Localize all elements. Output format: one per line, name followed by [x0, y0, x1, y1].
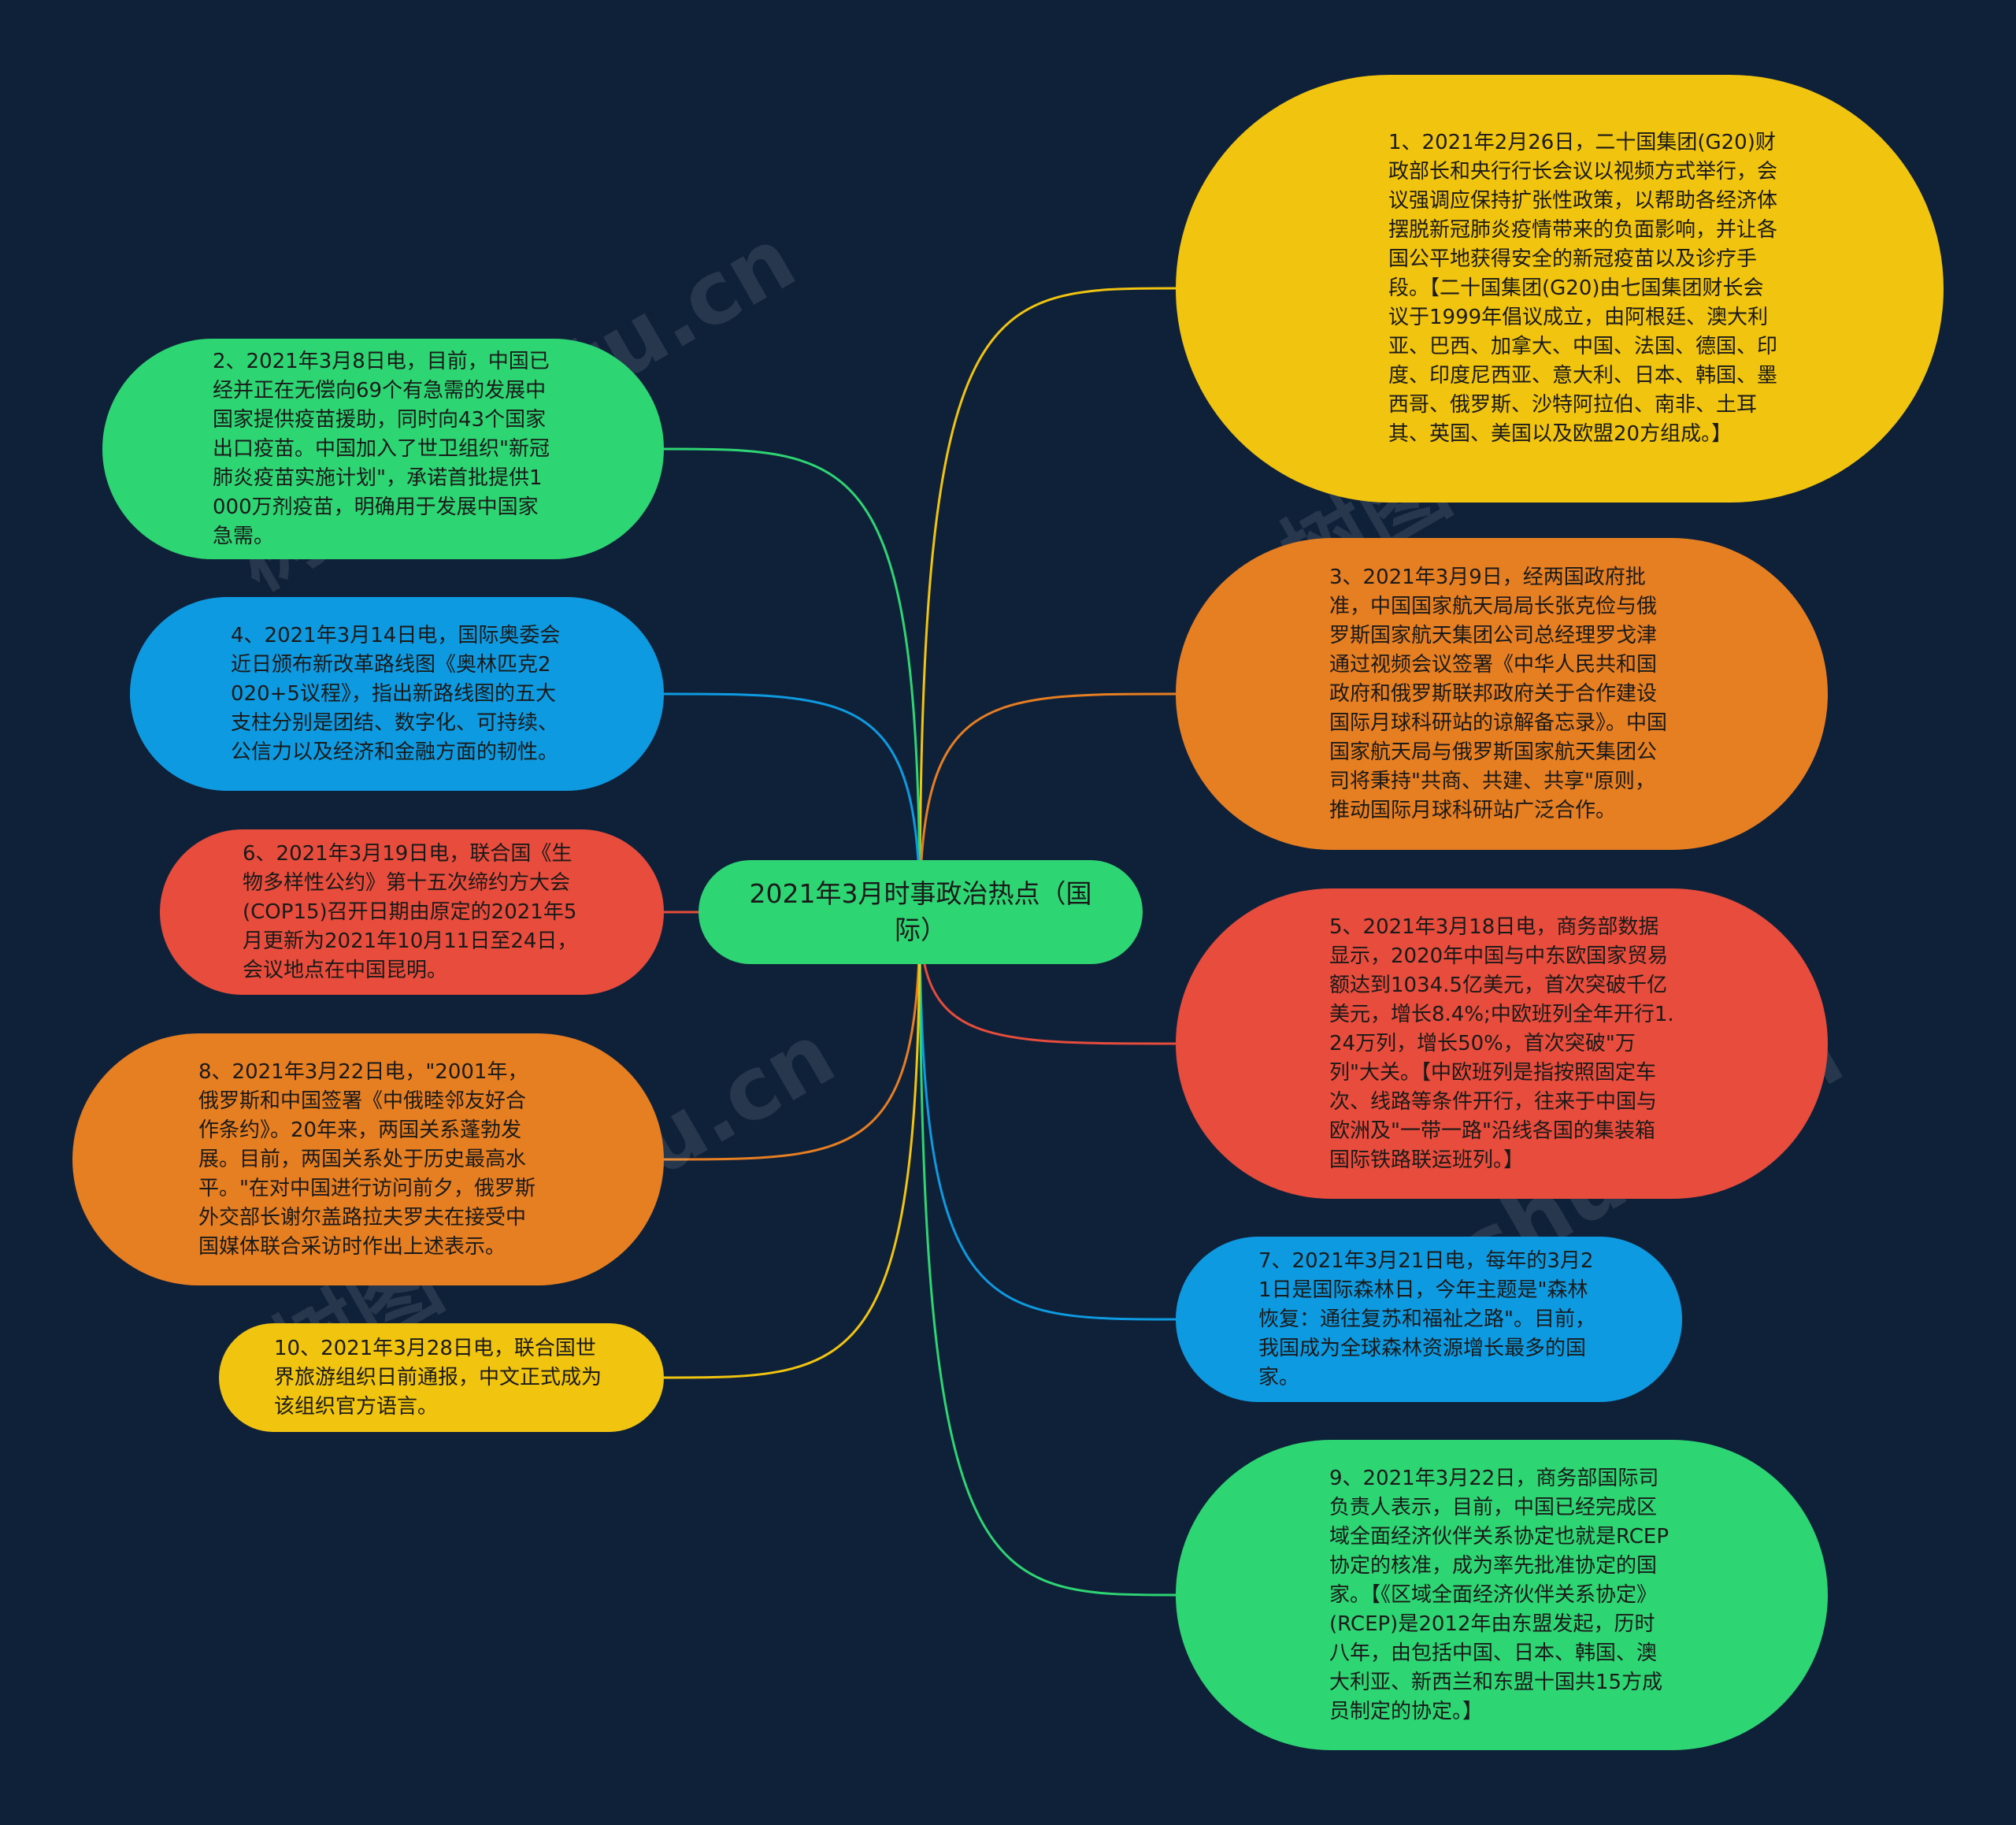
connector-n10 [663, 913, 921, 1379]
topic-text-4: 4、2021年3月14日电，国际奥委会近日颁布新改革路线图《奥林匹克2020+5… [231, 623, 561, 764]
central-topic-label: 2021年3月时事政治热点（国际） [749, 878, 1092, 945]
topic-text-10: 10、2021年3月28日电，联合国世界旅游组织日前通报，中文正式成为该组织官方… [274, 1336, 602, 1419]
topic-node-5[interactable]: 5、2021年3月18日电，商务部数据显示，2020年中国与中东欧国家贸易额达到… [1176, 888, 1828, 1199]
topic-text-2: 2、2021年3月8日电，目前，中国已经并正在无偿向69个有急需的发展中国家提供… [213, 349, 550, 548]
topic-text-6: 6、2021年3月19日电，联合国《生物多样性公约》第十五次缔约方大会(COP1… [243, 841, 578, 982]
topic-node-10[interactable]: 10、2021年3月28日电，联合国世界旅游组织日前通报，中文正式成为该组织官方… [219, 1323, 664, 1432]
topic-text-9: 9、2021年3月22日，商务部国际司负责人表示，目前，中国已经完成区域全面经济… [1329, 1466, 1670, 1723]
topic-text-1: 1、2021年2月26日，二十国集团(G20)财政部长和央行行长会议以视频方式举… [1388, 131, 1778, 446]
topic-node-6[interactable]: 6、2021年3月19日电，联合国《生物多样性公约》第十五次缔约方大会(COP1… [160, 829, 664, 995]
central-topic-node[interactable]: 2021年3月时事政治热点（国际） [699, 860, 1143, 964]
connector-n1 [918, 287, 1177, 914]
topic-node-4[interactable]: 4、2021年3月14日电，国际奥委会近日颁布新改革路线图《奥林匹克2020+5… [130, 597, 664, 791]
topic-text-7: 7、2021年3月21日电，每年的3月21日是国际森林日，今年主题是"森林恢复：… [1258, 1248, 1595, 1389]
topic-text-8: 8、2021年3月22日电，"2001年，俄罗斯和中国签署《中俄睦邻友好合作条约… [198, 1059, 536, 1259]
connector-n3 [918, 692, 1177, 914]
topic-node-8[interactable]: 8、2021年3月22日电，"2001年，俄罗斯和中国签署《中俄睦邻友好合作条约… [72, 1033, 664, 1285]
topic-node-3[interactable]: 3、2021年3月9日，经两国政府批准，中国国家航天局局长张克俭与俄罗斯国家航天… [1176, 538, 1828, 850]
topic-node-7[interactable]: 7、2021年3月21日电，每年的3月21日是国际森林日，今年主题是"森林恢复：… [1176, 1237, 1682, 1402]
connector-n8 [663, 913, 921, 1161]
connector-n2 [663, 447, 921, 914]
topic-node-2[interactable]: 2、2021年3月8日电，目前，中国已经并正在无偿向69个有急需的发展中国家提供… [102, 339, 664, 559]
topic-text-5: 5、2021年3月18日电，商务部数据显示，2020年中国与中东欧国家贸易额达到… [1329, 914, 1674, 1172]
topic-node-9[interactable]: 9、2021年3月22日，商务部国际司负责人表示，目前，中国已经完成区域全面经济… [1176, 1440, 1828, 1750]
connector-n9 [918, 913, 1177, 1597]
topic-node-1[interactable]: 1、2021年2月26日，二十国集团(G20)财政部长和央行行长会议以视频方式举… [1176, 75, 1944, 503]
topic-text-3: 3、2021年3月9日，经两国政府批准，中国国家航天局局长张克俭与俄罗斯国家航天… [1329, 565, 1668, 822]
connector-n4 [663, 692, 921, 914]
connector-n7 [918, 913, 1177, 1321]
